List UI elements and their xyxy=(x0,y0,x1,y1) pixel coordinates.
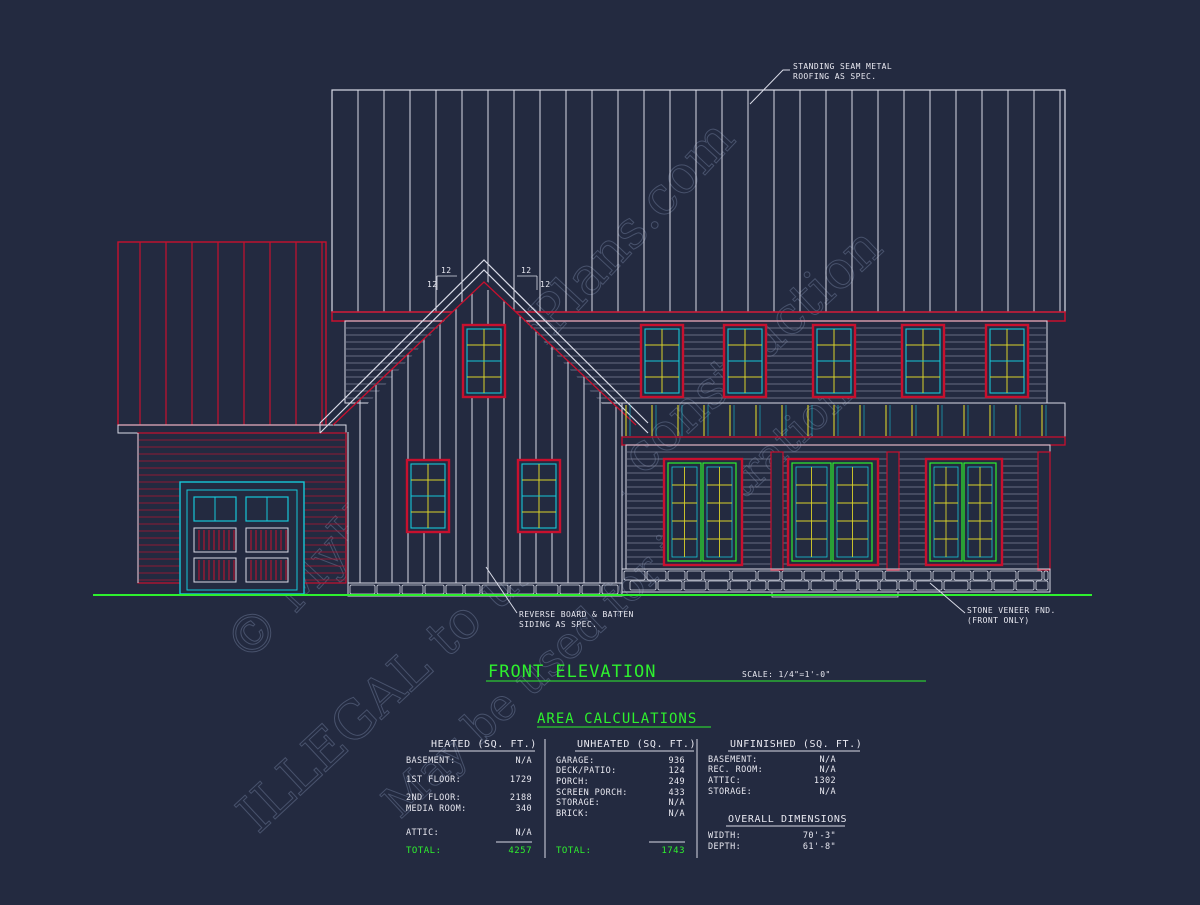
front-gable xyxy=(319,259,649,583)
heated-row-value: 2188 xyxy=(510,793,532,803)
main-roof xyxy=(331,89,1066,322)
unfinished-row-label: REC. ROOM: xyxy=(708,765,763,775)
drawing-title: FRONT ELEVATION xyxy=(488,662,657,682)
unheated-row-label: DECK/PATIO: xyxy=(556,766,617,776)
pitch-rise-left: 12 xyxy=(427,280,437,289)
heated-row-label: 1ST FLOOR: xyxy=(406,775,461,785)
window-3 xyxy=(722,323,768,399)
heated-row-value: 1729 xyxy=(510,775,532,785)
unheated-total-label: TOTAL: xyxy=(556,846,592,856)
stone-note-line-1: STONE VENEER FND. xyxy=(967,606,1056,615)
heated-row-label: BASEMENT: xyxy=(406,756,456,766)
pitch-run-left: 12 xyxy=(441,266,451,275)
dimensions-row-label: WIDTH: xyxy=(708,831,741,841)
siding-note-line-2: SIDING AS SPEC. xyxy=(519,620,597,629)
heated-header: HEATED (SQ. FT.) xyxy=(431,739,537,750)
window-2 xyxy=(639,323,685,399)
garage-door xyxy=(179,481,305,595)
heated-total-label: TOTAL: xyxy=(406,846,442,856)
unfinished-header: UNFINISHED (SQ. FT.) xyxy=(730,739,862,750)
porch-door-1 xyxy=(662,457,744,567)
unheated-row-value: N/A xyxy=(668,809,685,819)
window-1 xyxy=(461,323,507,399)
unheated-header: UNHEATED (SQ. FT.) xyxy=(577,739,696,750)
pitch-rise-right: 12 xyxy=(540,280,550,289)
heated-row-value: N/A xyxy=(515,828,532,838)
unheated-row-value: N/A xyxy=(668,798,685,808)
unheated-row-value: 936 xyxy=(668,756,685,766)
unheated-row-value: 124 xyxy=(668,766,685,776)
siding-note-line-1: REVERSE BOARD & BATTEN xyxy=(519,610,634,619)
dimensions-header: OVERALL DIMENSIONS xyxy=(728,814,847,825)
unheated-row-label: STORAGE: xyxy=(556,798,600,808)
drawing-scale: SCALE: 1/4"=1'-0" xyxy=(742,670,831,679)
heated-row-label: MEDIA ROOM: xyxy=(406,804,467,814)
dimensions-row-label: DEPTH: xyxy=(708,842,741,852)
unheated-row-value: 433 xyxy=(668,788,685,798)
garage xyxy=(117,241,347,595)
roof-note-line-2: ROOFING AS SPEC. xyxy=(793,72,876,81)
window-7 xyxy=(405,458,451,534)
heated-row-label: 2ND FLOOR: xyxy=(406,793,461,803)
unfinished-row-value: 1302 xyxy=(814,776,836,786)
pitch-run-right: 12 xyxy=(521,266,531,275)
window-6 xyxy=(984,323,1030,399)
roof-note-line-1: STANDING SEAM METAL xyxy=(793,62,892,71)
dimensions-row-value: 70'-3" xyxy=(803,831,836,841)
window-5 xyxy=(900,323,946,399)
window-4 xyxy=(811,323,857,399)
pitch-symbols xyxy=(436,275,538,290)
heated-row-label: ATTIC: xyxy=(406,828,439,838)
unheated-row-label: GARAGE: xyxy=(556,756,595,766)
area-title: AREA CALCULATIONS xyxy=(537,711,697,727)
window-8 xyxy=(516,458,562,534)
stone-note-line-2: (FRONT ONLY) xyxy=(967,616,1030,625)
heated-row-value: 340 xyxy=(515,804,532,814)
dimensions-row-value: 61'-8" xyxy=(803,842,836,852)
unheated-row-value: 249 xyxy=(668,777,685,787)
unfinished-row-value: N/A xyxy=(819,765,836,775)
unfinished-row-label: ATTIC: xyxy=(708,776,741,786)
unheated-row-label: SCREEN PORCH: xyxy=(556,788,628,798)
unfinished-row-value: N/A xyxy=(819,755,836,765)
heated-row-value: N/A xyxy=(515,756,532,766)
unfinished-row-label: BASEMENT: xyxy=(708,755,758,765)
unheated-total-value: 1743 xyxy=(661,846,685,856)
area-tables: HEATED (SQ. FT.) BASEMENT: N/A 1ST FLOOR: 17… xyxy=(406,739,862,856)
unfinished-row-label: STORAGE: xyxy=(708,787,752,797)
porch-door-2 xyxy=(786,457,880,567)
heated-total-value: 4257 xyxy=(508,846,532,856)
unheated-row-label: PORCH: xyxy=(556,777,589,787)
unfinished-row-value: N/A xyxy=(819,787,836,797)
unheated-row-label: BRICK: xyxy=(556,809,589,819)
porch-door-3 xyxy=(924,457,1004,567)
leaders xyxy=(485,69,966,614)
windows xyxy=(405,323,1030,567)
